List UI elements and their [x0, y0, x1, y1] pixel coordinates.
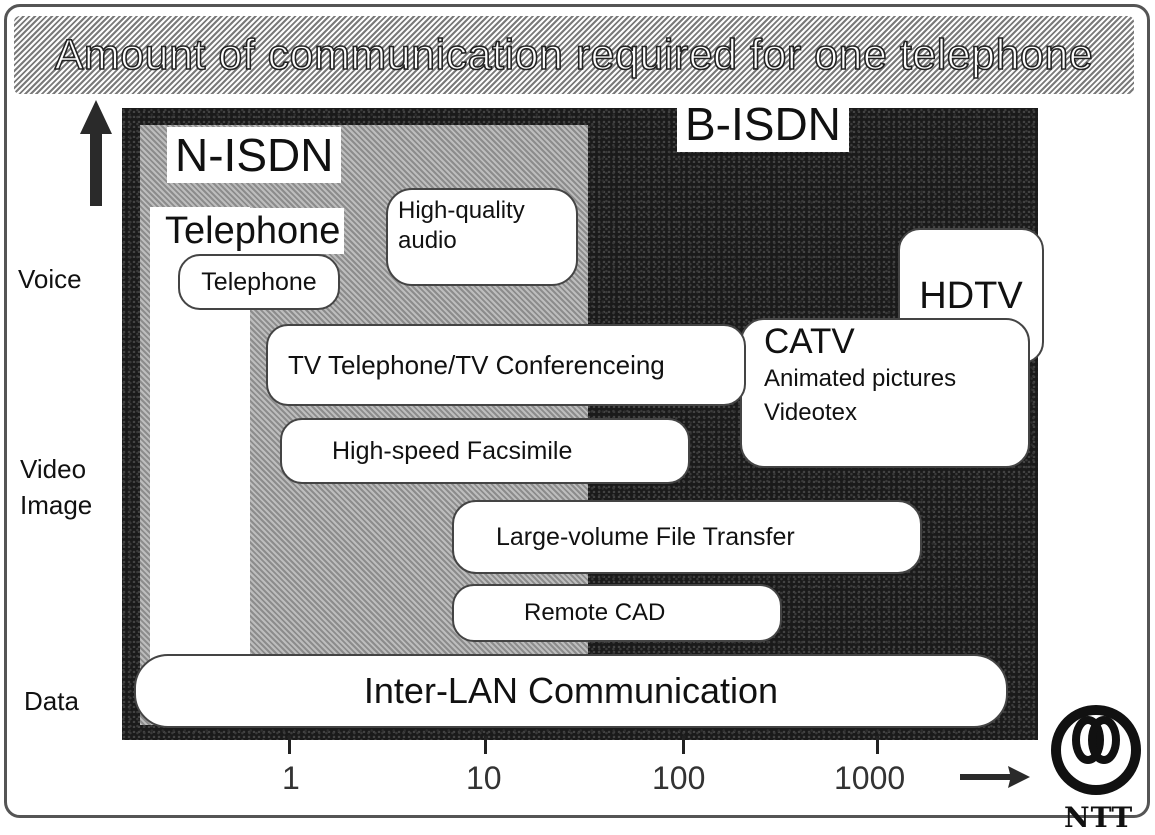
- service-inter-lan-label: Inter-LAN Communication: [363, 670, 779, 711]
- ntt-logo-icon: [1051, 705, 1141, 795]
- title-banner: Amount of communication required for one…: [14, 16, 1134, 94]
- service-hq-audio-line2: audio: [398, 227, 457, 254]
- diagram-frame: [4, 4, 1150, 818]
- service-catv: CATV Animated pictures Videotex: [740, 318, 1030, 468]
- x-tick-label-100: 100: [652, 760, 706, 796]
- x-tick-label-1: 1: [282, 760, 300, 796]
- service-high-quality-audio: High-quality audio: [386, 188, 578, 286]
- service-hq-audio-line1: High-quality: [398, 197, 525, 224]
- axis-label-image: Image: [20, 490, 93, 520]
- service-large-volume-file-transfer: Large-volume File Transfer: [452, 500, 922, 574]
- service-remote-cad: Remote CAD: [452, 584, 782, 642]
- service-videotex-label: Videotex: [764, 399, 857, 426]
- service-inter-lan-communication: Inter-LAN Communication: [134, 654, 1008, 728]
- service-animated-pictures-label: Animated pictures: [764, 365, 957, 392]
- x-tick-100: [682, 736, 685, 754]
- x-tick-label-1000: 1000: [834, 760, 906, 796]
- bisdn-label: B-ISDN: [677, 96, 849, 152]
- ntt-logo-text: NTT: [1064, 801, 1134, 834]
- axis-label-voice: Voice: [18, 264, 82, 294]
- right-arrow-icon: [960, 766, 1030, 788]
- service-high-speed-facsimile: High-speed Facsimile: [280, 418, 690, 484]
- service-telephone: Telephone: [178, 254, 340, 310]
- service-catv-label: CATV: [764, 322, 855, 361]
- service-tv-telephone-label: TV Telephone/TV Conferenceing: [288, 349, 665, 380]
- nisdn-label: N-ISDN: [167, 127, 342, 183]
- service-remote-cad-label: Remote CAD: [524, 599, 666, 626]
- telephone-network-label: Telephone: [161, 208, 345, 254]
- x-tick-1000: [876, 736, 879, 754]
- up-arrow-icon: [80, 100, 112, 206]
- service-tv-telephone: TV Telephone/TV Conferenceing: [266, 324, 746, 406]
- x-tick-label-10: 10: [466, 760, 502, 796]
- service-telephone-label: Telephone: [201, 267, 317, 296]
- x-tick-1: [288, 736, 291, 754]
- service-file-transfer-label: Large-volume File Transfer: [496, 522, 795, 551]
- diagram-title: Amount of communication required for one…: [54, 30, 1094, 80]
- axis-label-data: Data: [24, 686, 79, 716]
- service-hdtv-label: HDTV: [919, 274, 1023, 317]
- x-tick-10: [484, 736, 487, 754]
- axis-label-video: Video: [20, 454, 87, 484]
- service-facsimile-label: High-speed Facsimile: [332, 436, 573, 465]
